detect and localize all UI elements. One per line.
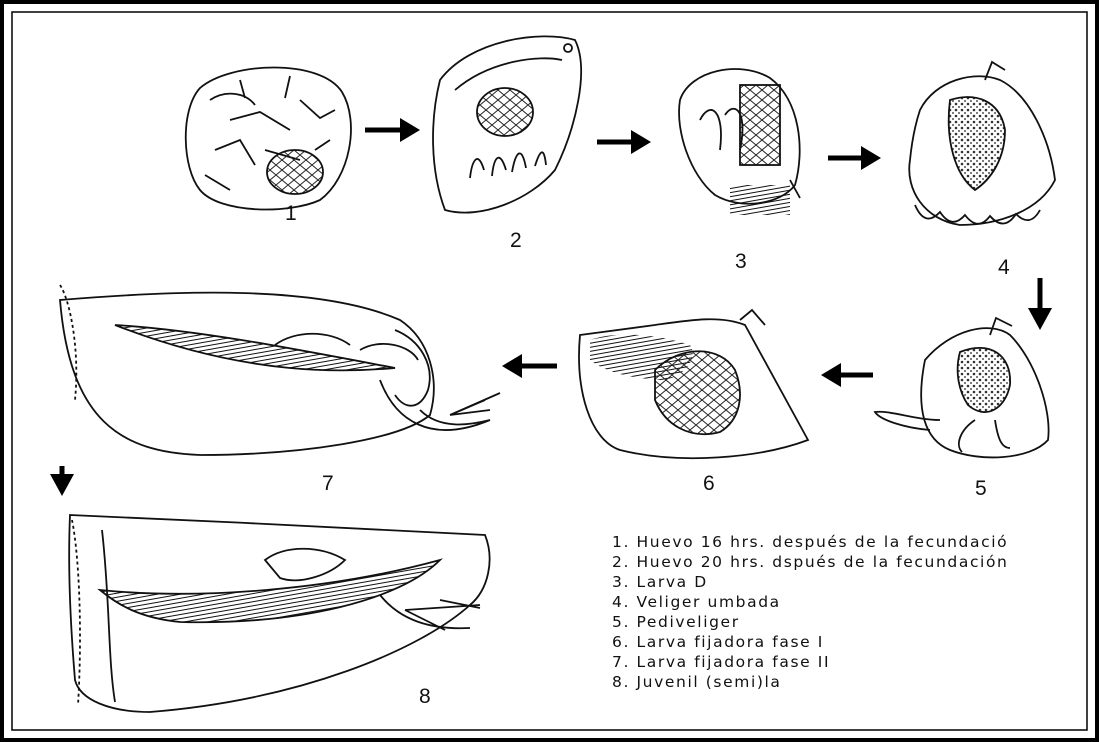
arrow-left-5 (821, 363, 873, 387)
stage-5-pediveliger-drawing (875, 318, 1049, 457)
legend-item: 2. Huevo 20 hrs. dspués de la fecundació… (612, 552, 1008, 572)
arrow-right-3 (828, 146, 881, 170)
arrow-down-4 (1028, 278, 1052, 330)
arrow-down-7 (50, 466, 74, 496)
stage-6-larva-fase-i-drawing (579, 310, 808, 458)
stage-number-2: 2 (510, 229, 522, 252)
stage-8-juvenil-drawing (69, 515, 489, 712)
stage-number-1: 1 (285, 202, 297, 225)
legend-item: 3. Larva D (612, 572, 1008, 592)
stage-number-4: 4 (998, 256, 1010, 279)
stage-number-7: 7 (322, 472, 334, 495)
stage-4-veliger-drawing (909, 62, 1055, 225)
stage-number-3: 3 (735, 250, 747, 273)
arrow-right-2 (597, 130, 651, 154)
legend-item: 5. Pediveliger (612, 612, 1008, 632)
legend-item: 1. Huevo 16 hrs. después de la fecundaci… (612, 532, 1008, 552)
stage-number-5: 5 (975, 477, 987, 500)
legend-item: 6. Larva fijadora fase I (612, 632, 1008, 652)
stage-7-larva-fase-ii-drawing (60, 285, 500, 455)
legend-item: 4. Veliger umbada (612, 592, 1008, 612)
stage-legend: 1. Huevo 16 hrs. después de la fecundaci… (612, 532, 1008, 692)
arrow-right-1 (365, 118, 420, 142)
stage-2-egg-drawing (433, 36, 581, 212)
legend-item: 7. Larva fijadora fase II (612, 652, 1008, 672)
legend-item: 8. Juvenil (semi)la (612, 672, 1008, 692)
stage-3-larva-d-drawing (679, 69, 800, 215)
stage-number-6: 6 (703, 472, 715, 495)
stage-number-8: 8 (419, 685, 431, 708)
stage-1-egg-drawing (186, 68, 351, 210)
arrow-left-6 (502, 354, 557, 378)
